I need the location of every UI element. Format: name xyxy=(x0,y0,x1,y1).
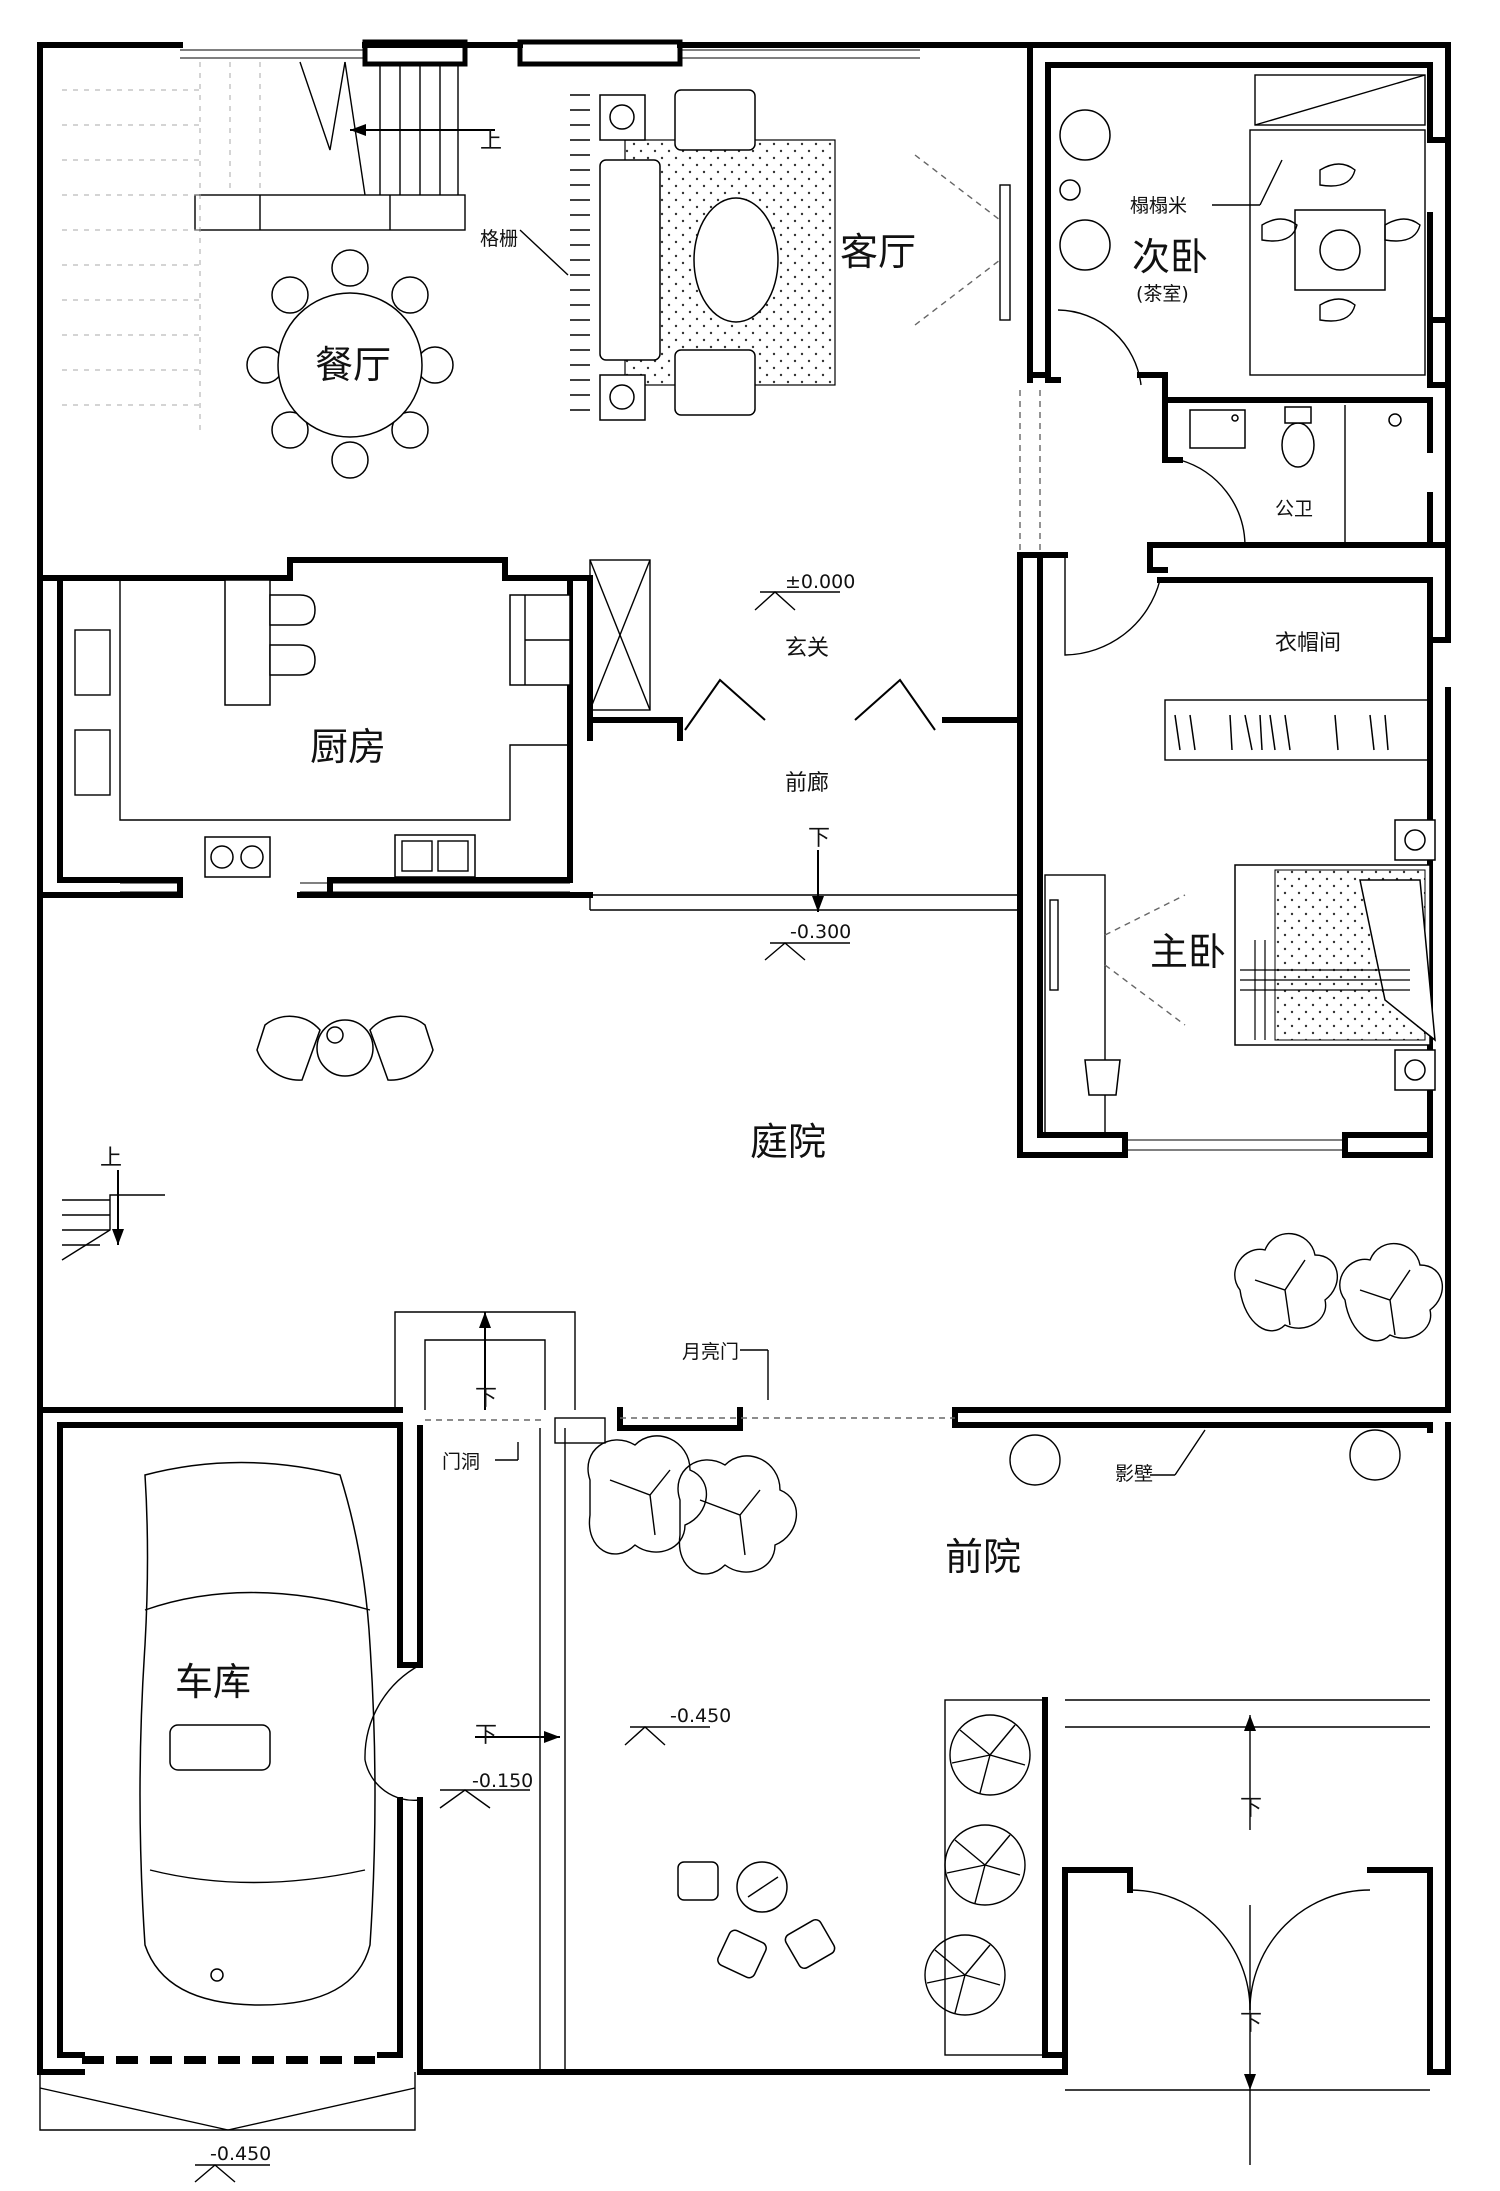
elevation-foyer: ±0.000 xyxy=(785,571,855,593)
room-label-foyer: 玄关 xyxy=(785,636,829,661)
moon-gate-area xyxy=(394,1311,955,1461)
elevation-marker-porch xyxy=(764,942,850,961)
tree-courtyard-right xyxy=(1234,1233,1443,1342)
step-down-label-garage: 下 xyxy=(475,1723,497,1748)
room-label-front-yard: 前院 xyxy=(945,1535,1021,1579)
foyer-doors xyxy=(589,390,1041,911)
moon-gate-label: 月亮门 xyxy=(682,1341,739,1363)
elevation-outside: -0.450 xyxy=(210,2143,271,2165)
dining-chairs xyxy=(246,249,454,479)
room-label-courtyard: 庭院 xyxy=(750,1120,826,1164)
front-yard-seating xyxy=(677,1861,836,1979)
stairs-top: 上 xyxy=(62,61,502,430)
bath-fixtures xyxy=(1179,405,1402,546)
garage-side-door xyxy=(364,1664,560,1809)
second-bedroom-furniture xyxy=(1057,74,1426,386)
door-opening-label: 门洞 xyxy=(442,1451,480,1473)
room-label-cloakroom: 衣帽间 xyxy=(1275,631,1341,656)
elevation-marker-foyer xyxy=(754,591,840,611)
elevation-side-entry: -0.150 xyxy=(472,1770,533,1792)
courtyard-furniture xyxy=(61,1015,1443,1342)
step-down-label-yard-top: 下 xyxy=(1240,1796,1262,1821)
step-down-label-porch: 下 xyxy=(808,826,830,851)
kitchen-furniture xyxy=(74,559,651,878)
room-label-second-bedroom: 次卧 xyxy=(1132,235,1208,279)
step-down-arrow-porch xyxy=(812,850,824,912)
room-note-tea-room: (茶室) xyxy=(1136,283,1189,305)
room-label-public-bath: 公卫 xyxy=(1275,498,1313,520)
elevation-porch: -0.300 xyxy=(790,921,851,943)
dining-table xyxy=(246,249,454,479)
car-outline xyxy=(139,1461,376,2006)
tatami-label: 榻榻米 xyxy=(1130,195,1187,217)
living-furniture xyxy=(570,89,1011,421)
garage-apron xyxy=(39,2072,416,2183)
master-bedroom-furniture xyxy=(1044,819,1436,1136)
room-label-master-bedroom: 主卧 xyxy=(1150,930,1226,974)
front-yard-features xyxy=(539,1428,1430,2165)
room-label-garage: 车库 xyxy=(175,1660,251,1704)
room-label-dining: 餐厅 xyxy=(315,343,391,387)
elevation-front-yard: -0.450 xyxy=(670,1705,731,1727)
lattice-label: 格栅 xyxy=(480,228,518,250)
cloakroom-furniture xyxy=(1064,555,1431,761)
room-label-living: 客厅 xyxy=(840,230,916,274)
step-down-label-gate: 下 xyxy=(475,1386,497,1411)
stair-up-label: 上 xyxy=(480,129,502,154)
stair-up-label-courtyard: 上 xyxy=(100,1146,122,1171)
room-label-kitchen: 厨房 xyxy=(310,725,386,769)
room-label-front-porch: 前廊 xyxy=(785,771,829,796)
step-down-label-yard-bottom: 下 xyxy=(1240,2011,1262,2036)
screen-wall-label: 影壁 xyxy=(1115,1463,1153,1485)
